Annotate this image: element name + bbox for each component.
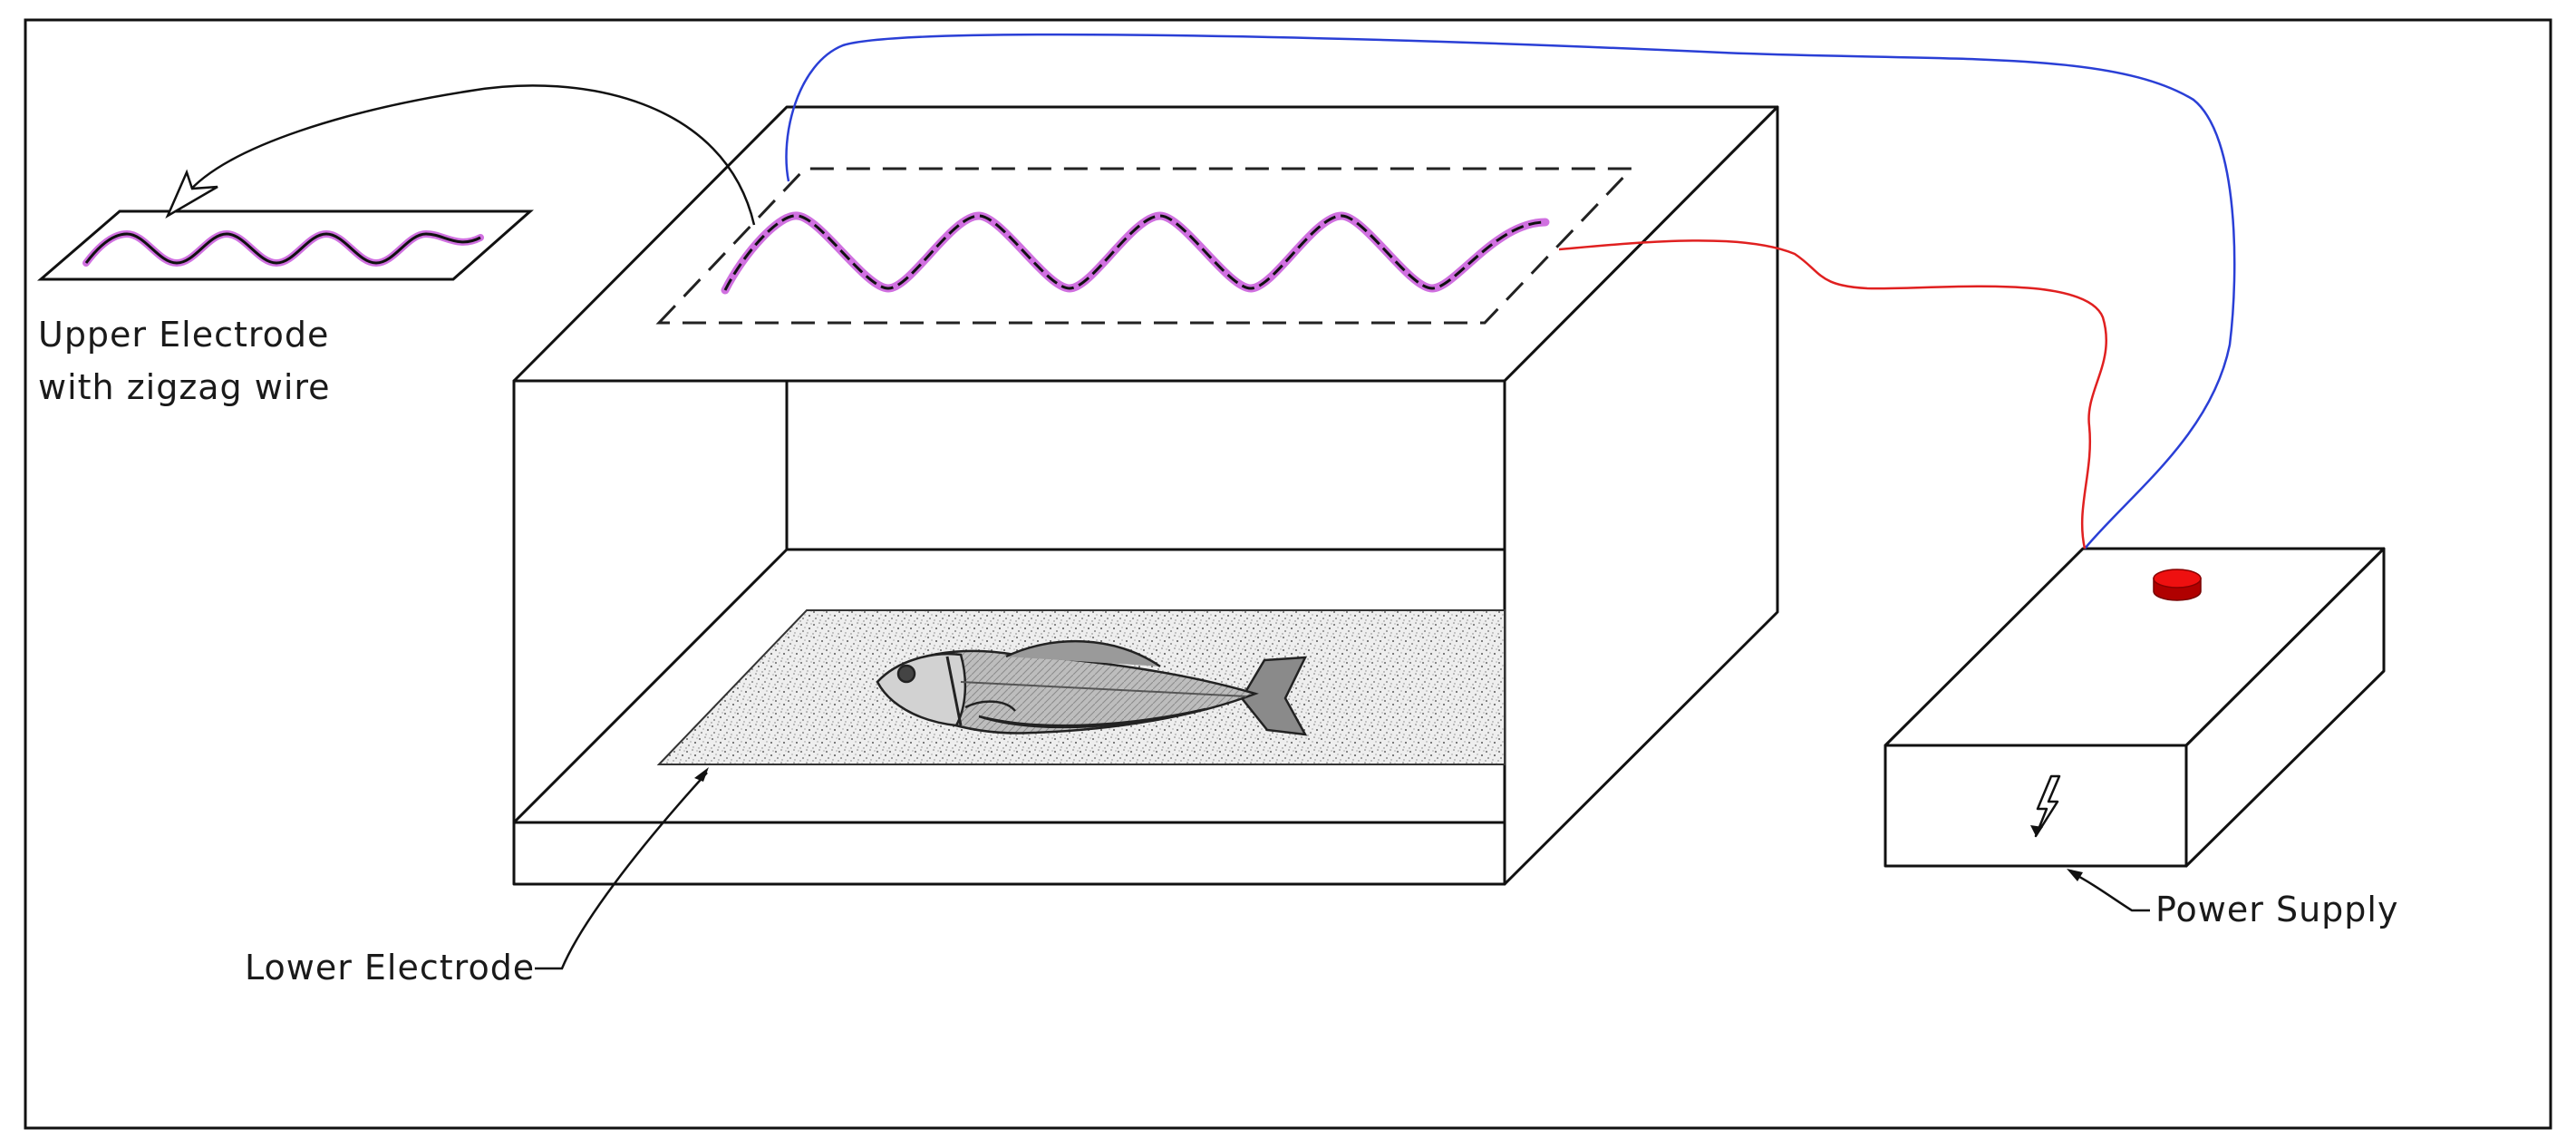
positive-wire-red — [1558, 239, 2107, 550]
power-supply-label: Power Supply — [2155, 890, 2398, 929]
fish-tail — [1240, 656, 1308, 736]
lower-electrode-label: Lower Electrode — [245, 948, 535, 987]
detail-plate — [36, 209, 534, 281]
power-supply-arrowhead — [2067, 869, 2083, 881]
fish-eye — [896, 664, 916, 684]
detail-callout-curve — [185, 84, 756, 226]
fish-body — [876, 649, 1259, 735]
fish-belly — [978, 707, 1206, 729]
power-supply-leader — [2070, 871, 2150, 912]
upper-electrode-zigzag — [721, 211, 1550, 295]
lower-electrode-arrowhead — [694, 767, 709, 782]
fish-dorsal-fin — [1005, 639, 1161, 668]
power-supply — [1884, 547, 2386, 868]
figure-border — [24, 18, 2552, 1130]
negative-wire-blue — [785, 33, 2236, 550]
upper-electrode-label-line1: Upper Electrode — [38, 315, 329, 355]
upper-electrode-label-line2: with zigzag wire — [38, 367, 331, 407]
power-supply-front — [1884, 744, 2188, 868]
detail-callout-arrowhead — [165, 169, 218, 219]
upper-electrode-frame — [655, 167, 1635, 325]
red-button-icon[interactable] — [2153, 569, 2202, 601]
upper-electrode-detail — [36, 209, 534, 281]
lightning-bolt-icon — [2034, 774, 2061, 838]
lower-electrode-leader — [535, 772, 708, 970]
fish — [876, 639, 1308, 736]
